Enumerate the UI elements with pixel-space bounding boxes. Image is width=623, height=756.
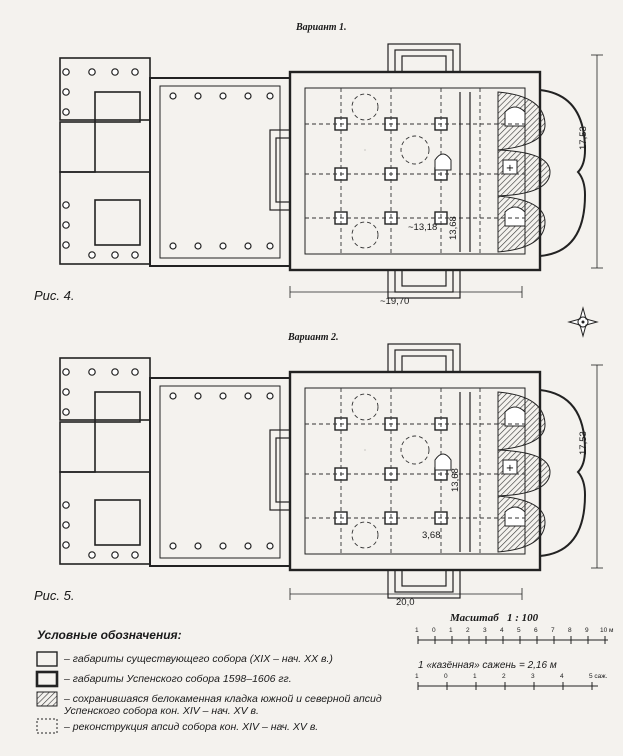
legend-symbols: [35, 651, 59, 734]
scale-tick: 1: [449, 627, 453, 634]
scale-tick: 10 м: [600, 627, 614, 634]
variant-1-title: Вариант 1.: [296, 22, 347, 33]
v2-length-dim: 20,0: [396, 597, 415, 608]
legend-item: – сохранившаяся белокаменная кладка южно…: [64, 693, 382, 717]
scale-tick: 5: [517, 627, 521, 634]
v1-length-dim: ~19,70: [380, 296, 410, 307]
scale-title: Масштаб 1 : 100: [450, 612, 539, 624]
fig-4-label: Рис. 4.: [34, 288, 75, 303]
legend-item: – габариты существующего собора (XIX – н…: [64, 653, 333, 665]
scale-tick: 8: [568, 627, 572, 634]
scale-tick: 0: [432, 627, 436, 634]
fig-5-label: Рис. 5.: [34, 588, 75, 603]
sazhen-tick: 4: [560, 673, 564, 680]
compass-rose-icon: [567, 306, 599, 338]
scale-tick: 3: [483, 627, 487, 634]
v1-width-dim: 17,53: [578, 126, 589, 150]
sazhen-tick: 1: [473, 673, 477, 680]
variant-2-title: Вариант 2.: [288, 332, 339, 343]
scale-bar-sazhen: [417, 682, 598, 690]
sazhen-tick: 2: [502, 673, 506, 680]
legend-item: – реконструкция апсид собора кон. XIV – …: [64, 721, 319, 733]
sazhen-tick: 1: [415, 673, 419, 680]
scale-tick: 7: [551, 627, 555, 634]
scale-tick: 6: [534, 627, 538, 634]
scale-bar-meters: [417, 636, 608, 644]
scale-tick: 4: [500, 627, 504, 634]
v2-inner-dim: 13,68: [450, 468, 461, 492]
v1-inner-dim: ~13,18: [408, 222, 438, 233]
v1-inner2-dim: 13,68: [448, 216, 459, 240]
legend-title: Условные обозначения:: [37, 628, 182, 642]
v2-inner2-dim: 3,68: [422, 530, 441, 541]
sazhen-note: 1 «казённая» сажень = 2,16 м: [418, 660, 557, 671]
plan-variant-1: [58, 42, 603, 300]
scale-tick: 9: [585, 627, 589, 634]
plan-variant-2: [58, 342, 603, 600]
sazhen-tick: 3: [531, 673, 535, 680]
sazhen-tick: 0: [444, 673, 448, 680]
scale-tick: 1: [415, 627, 419, 634]
sazhen-tick: 5 саж.: [589, 673, 608, 680]
legend-item: – габариты Успенского собора 1598–1606 г…: [64, 673, 292, 685]
scale-tick: 2: [466, 627, 470, 634]
v2-width-dim: 17,53: [578, 431, 589, 455]
